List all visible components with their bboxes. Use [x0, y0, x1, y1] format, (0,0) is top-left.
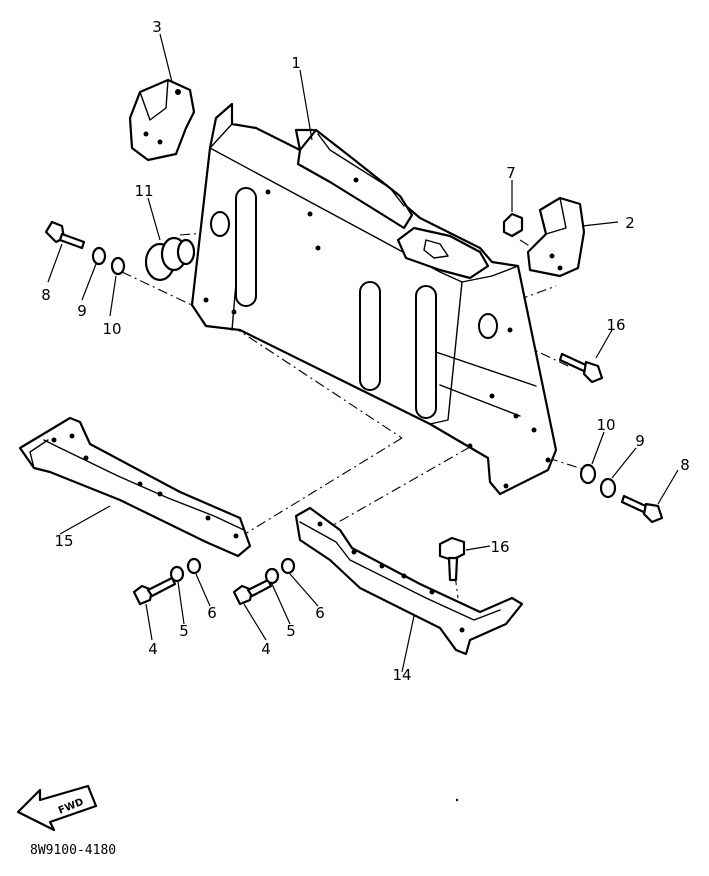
fwd-arrow-icon: FWD: [16, 784, 98, 832]
leader-lines: [47, 33, 679, 673]
callout-15: 15: [54, 532, 73, 550]
washer-part-5-left: [169, 565, 185, 583]
main-plate-part-1: [190, 102, 558, 496]
callout-8-right: 8: [680, 456, 690, 474]
callout-8-left: 8: [41, 286, 51, 304]
washer-part-10-right: [579, 463, 597, 485]
bolt-part-16-upper: [558, 352, 604, 384]
bolt-part-8-right: [620, 494, 664, 524]
bracket-part-2: [526, 196, 586, 278]
diagram-code: 8W9100-4180: [30, 843, 116, 858]
callout-9-left: 9: [77, 302, 87, 320]
rail-part-14: [294, 506, 524, 656]
callout-5-right: 5: [286, 622, 296, 640]
washer-part-10-left: [110, 256, 126, 276]
callout-16-lower: 16: [490, 538, 509, 556]
callout-7: 7: [506, 164, 516, 182]
callout-6-right: 6: [315, 604, 325, 622]
bracket-part-3: [128, 78, 196, 162]
callout-1: 1: [291, 54, 301, 72]
callout-10-left: 10: [102, 320, 121, 338]
callout-14: 14: [392, 666, 411, 684]
callout-6-left: 6: [207, 604, 217, 622]
washer-part-9-right: [599, 477, 617, 499]
callout-16-upper: 16: [606, 316, 625, 334]
grommet-part-11: [144, 236, 196, 282]
bolt-part-4-left: [132, 576, 177, 606]
callout-labels: 1 2 3 4 4 5 5 6 6 7 8 8 9 9 10 10 11 14 …: [41, 18, 690, 684]
bolt-part-4-right: [232, 578, 273, 606]
callout-9-right: 9: [635, 432, 645, 450]
stray-dot: [455, 798, 459, 802]
bolt-part-8-left: [44, 220, 86, 250]
callout-3: 3: [152, 18, 162, 36]
callout-11: 11: [134, 182, 153, 200]
washer-part-6-left: [186, 557, 202, 575]
callout-4-left: 4: [148, 640, 158, 658]
washer-part-9-left: [91, 246, 107, 266]
callout-4-right: 4: [261, 640, 271, 658]
callout-10-right: 10: [596, 416, 615, 434]
nut-part-7: [502, 212, 524, 238]
washer-part-5-right: [264, 567, 280, 585]
rail-part-15: [18, 416, 252, 558]
bolt-part-16-lower: [438, 536, 466, 582]
washer-part-6-right: [280, 557, 296, 575]
callout-5-left: 5: [179, 622, 189, 640]
callout-2: 2: [625, 214, 635, 232]
